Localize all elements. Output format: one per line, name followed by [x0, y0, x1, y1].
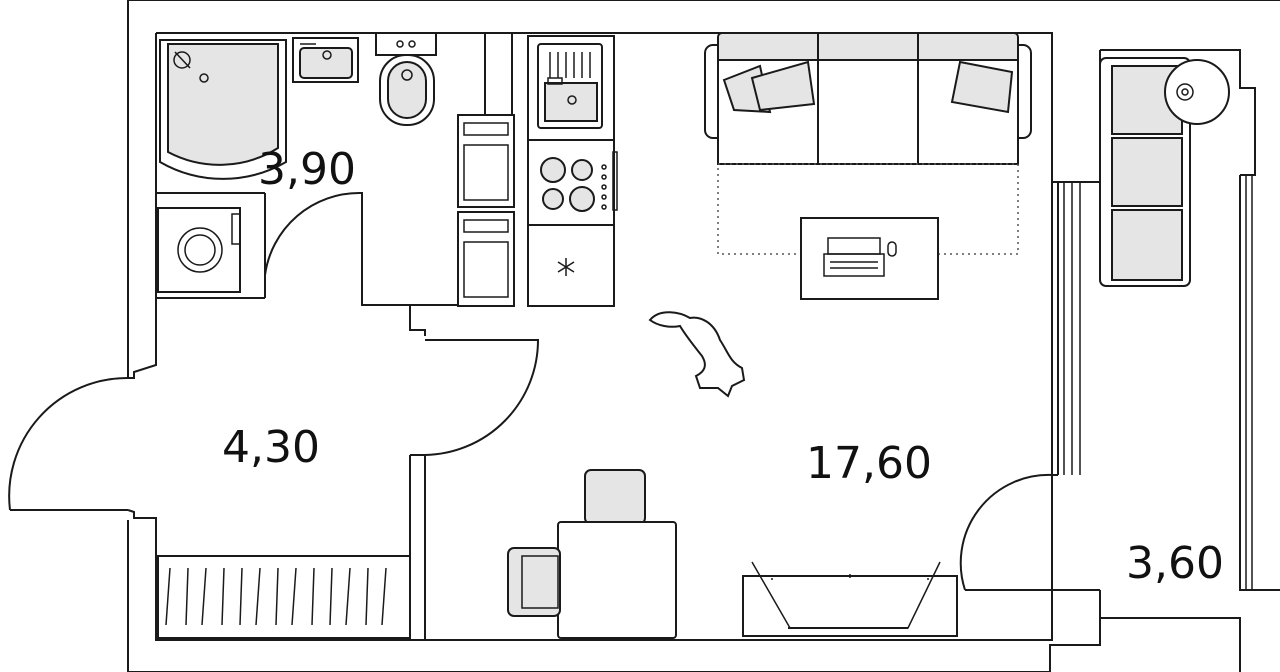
cooktop	[540, 151, 618, 212]
living-area-label: 17,60	[806, 438, 932, 489]
balcony-area-label: 3,60	[1126, 538, 1224, 589]
hallway-area-label: 4,30	[222, 422, 320, 473]
tv-stand	[742, 561, 958, 637]
kitchen-columns	[457, 114, 515, 307]
wardrobe	[157, 555, 411, 639]
balcony-window	[1063, 175, 1253, 590]
sofa	[704, 32, 1032, 165]
fridge-snowflake-icon	[557, 258, 575, 276]
washing-machine	[157, 207, 241, 293]
balcony-door	[959, 473, 1053, 591]
hall-door	[424, 339, 540, 456]
washbasin	[292, 37, 359, 83]
toilet	[375, 32, 437, 126]
kitchen-sink	[537, 43, 603, 129]
desk	[800, 217, 939, 300]
entry-door	[8, 376, 129, 511]
shower-cabin	[159, 39, 287, 180]
bathroom-door	[264, 191, 361, 298]
balcony-round-table	[1164, 59, 1230, 125]
cat-figure	[648, 311, 746, 398]
balcony-sofa	[1099, 57, 1191, 287]
dining-table	[507, 469, 677, 639]
bathroom-area-label: 3,90	[258, 144, 356, 195]
